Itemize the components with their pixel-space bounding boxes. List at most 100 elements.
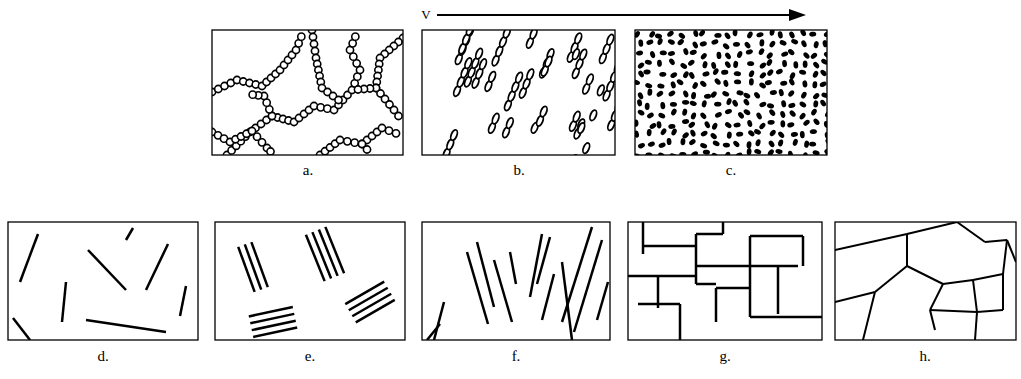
particle bbox=[683, 48, 690, 56]
panel-label: e. bbox=[305, 349, 315, 364]
fiber bbox=[777, 266, 780, 314]
particle bbox=[670, 102, 678, 108]
particle bbox=[759, 61, 768, 69]
bead bbox=[449, 129, 458, 141]
particle bbox=[758, 47, 766, 56]
particle bbox=[781, 100, 787, 108]
particle bbox=[813, 41, 819, 49]
bead bbox=[249, 91, 256, 98]
fiber bbox=[930, 284, 943, 310]
bead bbox=[596, 84, 605, 96]
fiber bbox=[253, 328, 297, 337]
bead bbox=[363, 146, 370, 153]
particle bbox=[645, 103, 650, 110]
particle bbox=[789, 72, 797, 81]
particle bbox=[691, 81, 699, 90]
particle bbox=[659, 50, 667, 56]
particle bbox=[682, 90, 689, 98]
particle bbox=[800, 40, 807, 49]
bead bbox=[582, 142, 591, 154]
fiber bbox=[306, 235, 325, 281]
fiber bbox=[1002, 274, 1004, 310]
particle bbox=[799, 30, 807, 37]
panel-h bbox=[835, 222, 1016, 340]
particle bbox=[637, 70, 645, 79]
particle bbox=[716, 52, 722, 60]
particle bbox=[701, 100, 707, 108]
particle bbox=[780, 110, 786, 118]
bead bbox=[311, 47, 318, 54]
particle bbox=[667, 38, 676, 45]
particle bbox=[769, 90, 777, 96]
particle bbox=[693, 30, 699, 38]
panel-b bbox=[408, 18, 623, 175]
particle bbox=[766, 68, 774, 77]
particle bbox=[820, 58, 827, 66]
particle bbox=[723, 79, 729, 87]
particle bbox=[702, 149, 710, 155]
panel-frame bbox=[835, 222, 1016, 340]
particle bbox=[788, 78, 795, 87]
particle bbox=[699, 142, 707, 149]
panel-f bbox=[422, 222, 610, 340]
fiber bbox=[750, 265, 798, 268]
particle bbox=[819, 81, 827, 88]
particle bbox=[743, 92, 752, 100]
fiber bbox=[750, 316, 822, 319]
fiber bbox=[835, 292, 875, 302]
fiber bbox=[985, 240, 1007, 242]
panel-content bbox=[212, 30, 403, 155]
particle bbox=[810, 52, 819, 60]
particle bbox=[666, 138, 671, 146]
particle bbox=[766, 58, 774, 67]
fiber bbox=[749, 236, 752, 317]
particle bbox=[722, 42, 731, 50]
fiber bbox=[943, 280, 973, 284]
panel-label: b. bbox=[513, 163, 524, 178]
bead bbox=[478, 58, 487, 70]
particle bbox=[748, 69, 755, 78]
panel-label: h. bbox=[919, 349, 930, 364]
particle bbox=[809, 141, 817, 147]
particle bbox=[788, 109, 796, 118]
particle bbox=[688, 138, 697, 146]
particle bbox=[724, 31, 732, 40]
particle bbox=[793, 61, 798, 69]
particle bbox=[812, 92, 821, 100]
particle bbox=[668, 57, 676, 66]
fiber bbox=[957, 222, 985, 242]
fiber bbox=[907, 222, 957, 234]
panel-content bbox=[835, 222, 1016, 340]
particle bbox=[682, 119, 690, 125]
particle bbox=[733, 122, 741, 128]
particle bbox=[689, 49, 697, 56]
particle bbox=[687, 59, 696, 67]
particle bbox=[732, 140, 740, 149]
particle bbox=[645, 82, 653, 89]
fiber bbox=[930, 310, 977, 312]
fiber bbox=[356, 300, 395, 323]
particle bbox=[788, 102, 796, 109]
bead bbox=[589, 109, 598, 121]
panel-content bbox=[635, 30, 827, 155]
particle bbox=[733, 71, 741, 77]
fiber bbox=[562, 227, 592, 322]
fiber bbox=[126, 228, 133, 240]
particle bbox=[803, 61, 808, 68]
bead bbox=[336, 136, 343, 143]
fiber bbox=[835, 234, 907, 250]
fiber bbox=[696, 283, 716, 286]
fiber bbox=[20, 234, 38, 282]
particle bbox=[724, 121, 733, 129]
fiber bbox=[802, 236, 805, 266]
particle bbox=[676, 38, 685, 46]
particle bbox=[787, 122, 795, 129]
particle bbox=[721, 90, 730, 97]
particle bbox=[635, 130, 640, 138]
particle bbox=[714, 33, 721, 38]
fiber bbox=[245, 244, 261, 289]
fiber bbox=[750, 235, 803, 238]
particle bbox=[769, 129, 777, 138]
